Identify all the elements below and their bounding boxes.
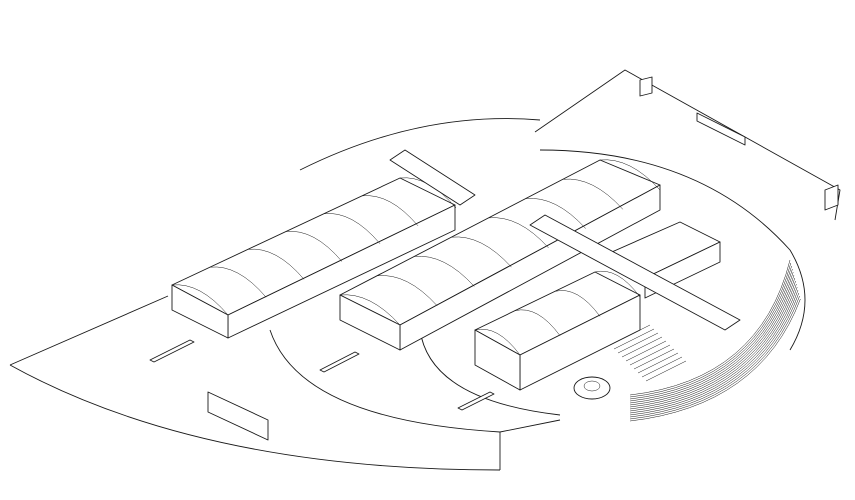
wall-course [629,268,793,402]
vault-arch [285,231,343,262]
vault-arch [474,328,521,356]
curved-retaining-wall [629,259,801,422]
entrance-ramps [149,339,495,441]
stair-step [637,352,679,374]
stair-step [641,356,683,378]
vault-arch [554,290,601,317]
vault-arch [599,159,661,191]
vault-arch [451,236,512,268]
wall-course [629,289,799,416]
vault-arch [323,213,381,244]
wall-course [629,298,801,422]
rear-terrace [534,69,841,221]
vault-building-1 [171,177,457,339]
wall-course [629,286,798,414]
wall-course [629,295,800,420]
vault-arch [562,178,624,210]
vault-building-3 [474,270,641,391]
vault-arch [377,275,438,306]
round-kiosk [573,376,611,400]
vault-arch [339,294,401,326]
stair-step [645,360,687,382]
vault-arch [514,309,561,336]
wall-course [629,283,797,412]
stair-step [629,344,671,366]
ground-plaza [9,295,561,471]
vault-arch [488,217,549,249]
circular-platform [299,118,806,416]
vault-arch [414,255,475,287]
vault-building-2 [339,159,661,351]
wall-course [629,259,791,396]
stair [609,324,687,382]
stair-step [633,348,675,370]
wall-course [629,292,800,418]
stair-step [625,340,667,362]
wall-course [629,271,794,404]
vault-arch [247,248,305,280]
stair-step [621,336,663,358]
vault-arch [525,198,586,229]
vault-arch [171,284,229,316]
wall-course [629,274,795,406]
wall-course [629,280,796,410]
vault-arch [209,266,267,298]
stair-step [617,332,659,354]
stair-step [609,324,651,346]
skylight-bridge [389,149,741,331]
vault-arch [361,195,419,226]
wall-course [629,277,796,408]
stair-step [613,328,655,350]
wall-course [629,262,792,398]
vault-arch [594,270,641,298]
wall-course [629,265,792,400]
